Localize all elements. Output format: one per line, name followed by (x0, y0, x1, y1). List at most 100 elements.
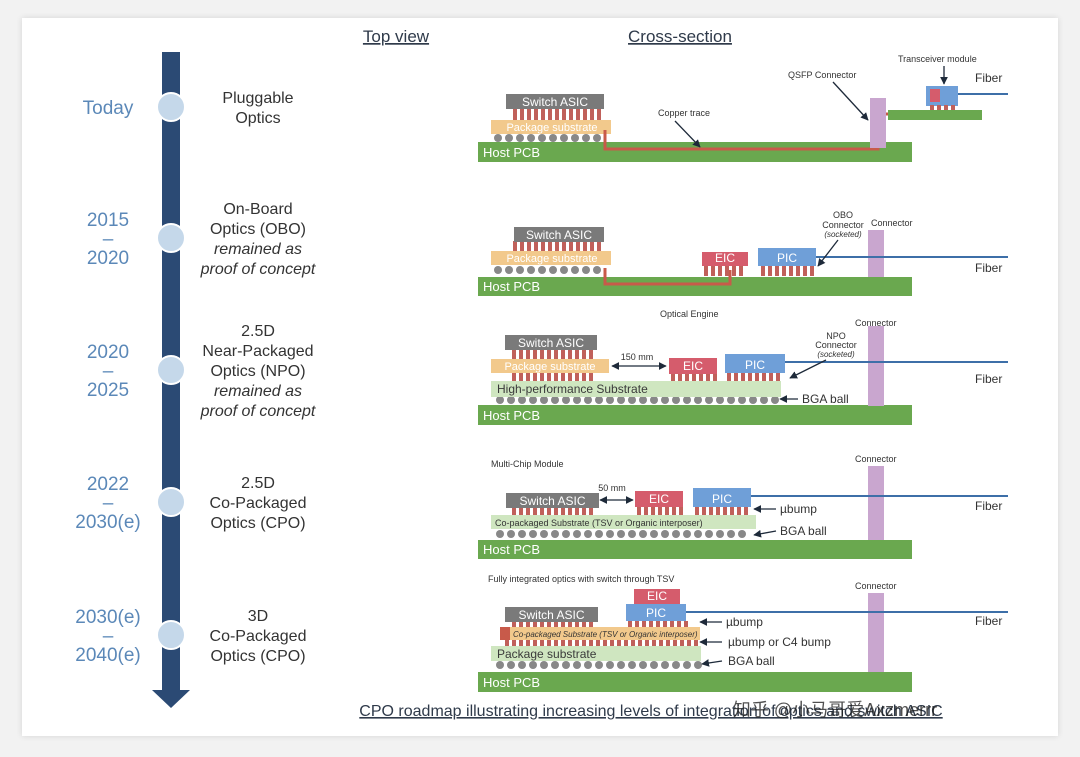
bump (695, 507, 699, 515)
copackaged-substrate-label: Co-packaged Substrate (TSV or Organic in… (495, 518, 703, 528)
bump (519, 620, 523, 627)
pic-chip (725, 354, 785, 373)
bump (554, 373, 558, 381)
distance-label: 150 mm (621, 352, 654, 362)
timeline-node (156, 92, 186, 122)
bump (568, 349, 572, 359)
ball (518, 396, 526, 404)
bump (505, 640, 509, 646)
ball (540, 396, 548, 404)
bump (704, 266, 708, 276)
bump (568, 640, 572, 646)
ball (518, 661, 526, 669)
bump (734, 373, 738, 381)
ball (593, 266, 601, 274)
bump (555, 241, 559, 251)
ball (738, 530, 746, 538)
ball (507, 530, 515, 538)
timeline-stage-text: remained as (214, 241, 302, 258)
micro-bumps (513, 241, 601, 251)
bump (547, 349, 551, 359)
transceiver-eic (930, 89, 940, 102)
connector (868, 466, 884, 540)
ball (628, 530, 636, 538)
copper-trace-label: Copper trace (658, 108, 710, 118)
ball (639, 396, 647, 404)
ball (617, 661, 625, 669)
bump (561, 373, 565, 381)
fiber-label: Fiber (975, 261, 1002, 275)
npo-arrow (789, 359, 827, 379)
ball (727, 530, 735, 538)
fiber-label: Fiber (975, 499, 1002, 513)
eic-chip-label: EIC (683, 359, 703, 373)
bump (590, 109, 594, 120)
bump (642, 621, 646, 627)
ball (639, 661, 647, 669)
bump (597, 109, 601, 120)
bump (803, 266, 807, 276)
switch-asic (506, 94, 604, 109)
cross-section-header: Cross-section (628, 27, 732, 46)
switch-asic-label: Switch ASIC (518, 608, 584, 622)
eic-chip (669, 358, 717, 374)
ball (705, 396, 713, 404)
ubump-label: µbump (726, 615, 763, 629)
timeline-stage-text: proof of concept (200, 403, 316, 420)
connector-label: Connector (855, 454, 897, 464)
switch-asic-label: Switch ASIC (518, 336, 584, 350)
bump (534, 241, 538, 251)
bump (617, 640, 621, 646)
timeline-node (156, 223, 186, 253)
ball (529, 396, 537, 404)
bump (526, 505, 530, 515)
bump (520, 241, 524, 251)
bump (709, 507, 713, 515)
bump (547, 640, 551, 646)
bump (533, 349, 537, 359)
ball (562, 530, 570, 538)
bump (582, 640, 586, 646)
copper-trace-arrow (674, 120, 701, 148)
fiber-label: Fiber (975, 372, 1002, 386)
bump (589, 373, 593, 381)
bump (519, 349, 523, 359)
bump (540, 505, 544, 515)
ball (727, 396, 735, 404)
solder-balls (494, 266, 601, 274)
bump (687, 640, 691, 646)
bump (519, 373, 523, 381)
bga-ball-label: BGA ball (780, 524, 827, 538)
ball (606, 396, 614, 404)
bump (554, 505, 558, 515)
bump (944, 105, 948, 110)
bump (744, 507, 748, 515)
obo-connector-label: Connector (822, 220, 864, 230)
ball (639, 530, 647, 538)
ball (551, 396, 559, 404)
pic-chip (693, 488, 751, 507)
solder-balls (494, 134, 601, 142)
eic-chip (634, 589, 680, 604)
bump (663, 621, 667, 627)
bump (562, 109, 566, 120)
bump (568, 620, 572, 627)
timeline-stage-text: Optics (235, 110, 280, 127)
bump (540, 640, 544, 646)
bump (576, 241, 580, 251)
timeline-stage-text: Optics (NPO) (210, 363, 305, 380)
ball (606, 661, 614, 669)
ball (716, 396, 724, 404)
ball (683, 661, 691, 669)
package-substrate (491, 251, 611, 265)
eic-chip (702, 252, 748, 266)
bump (554, 640, 558, 646)
bump (656, 621, 660, 627)
bump (679, 507, 683, 515)
solder-balls (496, 396, 779, 404)
bump (554, 349, 558, 359)
bump (540, 620, 544, 627)
